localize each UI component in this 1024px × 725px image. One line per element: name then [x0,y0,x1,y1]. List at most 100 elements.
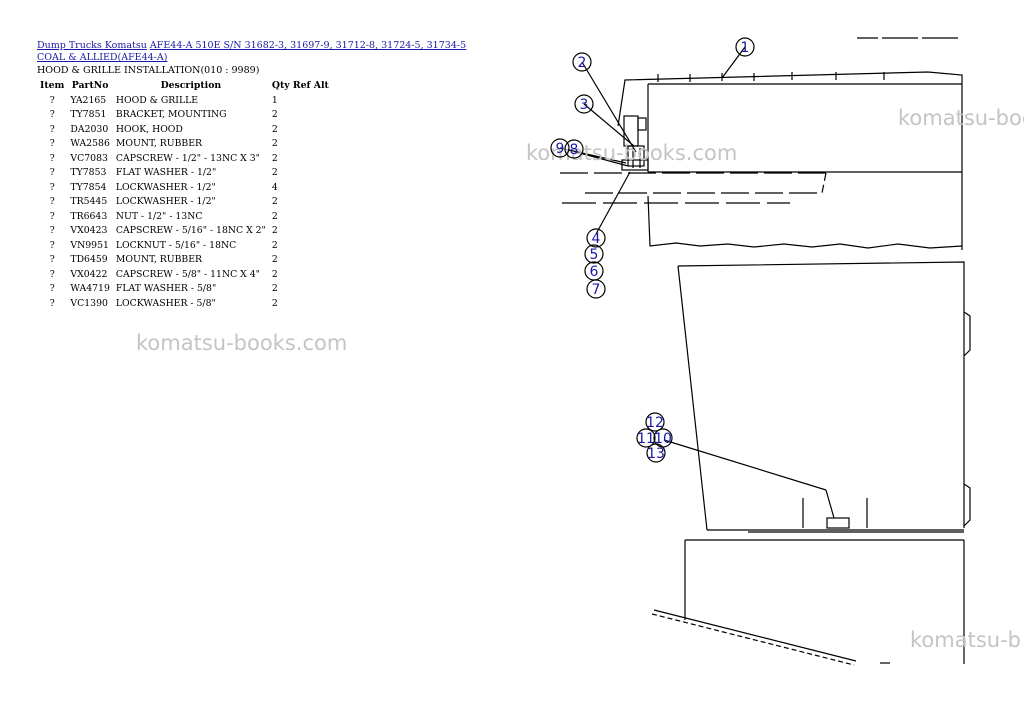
callout-circle [574,94,594,114]
callout-label: 13 [647,446,665,462]
cell-item: ? [49,297,55,309]
callout-13[interactable]: 13 [646,443,666,463]
watermark: komatsu-books.com [136,331,348,355]
callout-label: 11 [637,431,655,447]
callout-label: 2 [578,55,587,71]
cell-partno: WA2586 [70,138,110,150]
callout-circle [550,138,570,158]
cell-item: ? [49,109,55,121]
cell-qty: 4 [271,181,278,193]
cell-partno: VX0423 [70,225,108,237]
callout-7[interactable]: 7 [586,279,606,299]
header-description: Description [160,80,222,91]
cell-qty: 1 [271,94,278,106]
cell-description: MOUNT, RUBBER [115,138,203,150]
table-header-row: Item PartNo Description Qty Ref Alt [37,78,332,93]
cell-description: BRACKET, MOUNTING [115,109,227,121]
callout-label: 4 [592,231,601,247]
cell-item: ? [49,152,55,164]
callout-circle [564,139,584,159]
breadcrumb: Dump Trucks Komatsu AFE44-A 510E S/N 316… [37,40,477,64]
callout-11[interactable]: 11 [636,428,656,448]
cell-item: ? [49,283,55,295]
header-alt: Alt [313,80,329,91]
cell-description: MOUNT, RUBBER [115,254,203,266]
watermark: komatsu-books.com [526,141,738,165]
callout-circle [586,279,606,299]
callout-9[interactable]: 9 [550,138,570,158]
cell-partno: TY7853 [70,167,107,179]
table-row: ? TY7851 BRACKET, MOUNTING 2 [37,108,332,123]
callout-2[interactable]: 2 [572,52,592,72]
cell-partno: VC1390 [70,297,108,309]
callout-8[interactable]: 8 [564,139,584,159]
cell-qty: 2 [271,268,278,280]
cell-qty: 2 [271,109,278,121]
callout-label: 8 [570,142,579,158]
callout-circle [584,244,604,264]
cell-partno: VC7083 [70,152,108,164]
watermark: komatsu-books.com [898,106,1024,130]
cell-item: ? [49,225,55,237]
table-row: ? TD6459 MOUNT, RUBBER 2 [37,253,332,268]
cell-description: LOCKNUT - 5/16" - 18NC [115,239,237,251]
callout-1[interactable]: 1 [735,37,755,57]
cell-partno: TD6459 [70,254,108,266]
breadcrumb-link-model[interactable]: AFE44-A 510E S/N 31682-3, 31697-9, 31712… [37,40,467,63]
cell-description: CAPSCREW - 1/2" - 13NC X 3" [115,152,260,164]
callout-label: 10 [654,431,672,447]
callout-3[interactable]: 3 [574,94,594,114]
callout-4[interactable]: 4 [586,228,606,248]
cell-qty: 2 [271,138,278,150]
cell-partno: VX0422 [70,268,108,280]
cell-description: HOOK, HOOD [115,123,183,135]
cell-qty: 2 [271,167,278,179]
cell-item: ? [49,254,55,266]
callout-circle [735,37,755,57]
watermark-cut: komatsu-b [910,628,1021,652]
callout-6[interactable]: 6 [584,261,604,281]
header-qty-ref-alt: Qty Ref Alt [269,78,332,93]
cell-partno: WA4719 [70,283,110,295]
cell-qty: 2 [271,210,278,222]
section-title: HOOD & GRILLE INSTALLATION(010 : 9989) [37,65,260,76]
cell-qty: 2 [271,225,278,237]
breadcrumb-link-category[interactable]: Dump Trucks Komatsu [37,40,147,51]
cell-partno: DA2030 [70,123,109,135]
cell-item: ? [49,196,55,208]
callout-circle [586,228,606,248]
callout-12[interactable]: 12 [645,412,665,432]
callout-label: 5 [590,247,599,263]
cell-partno: TY7851 [70,109,107,121]
cell-partno: VN9951 [70,239,109,251]
callout-label: 9 [556,141,565,157]
callout-label: 6 [590,264,599,280]
callout-5[interactable]: 5 [584,244,604,264]
cell-partno: TY7854 [70,181,107,193]
cell-item: ? [49,268,55,280]
cell-item: ? [49,94,55,106]
cell-description: NUT - 1/2" - 13NC [115,210,203,222]
cell-qty: 2 [271,254,278,266]
cell-description: FLAT WASHER - 1/2" [115,167,217,179]
cell-item: ? [49,239,55,251]
cell-item: ? [49,210,55,222]
cell-description: LOCKWASHER - 1/2" [115,181,216,193]
cell-description: LOCKWASHER - 1/2" [115,196,216,208]
callout-circle [646,443,666,463]
